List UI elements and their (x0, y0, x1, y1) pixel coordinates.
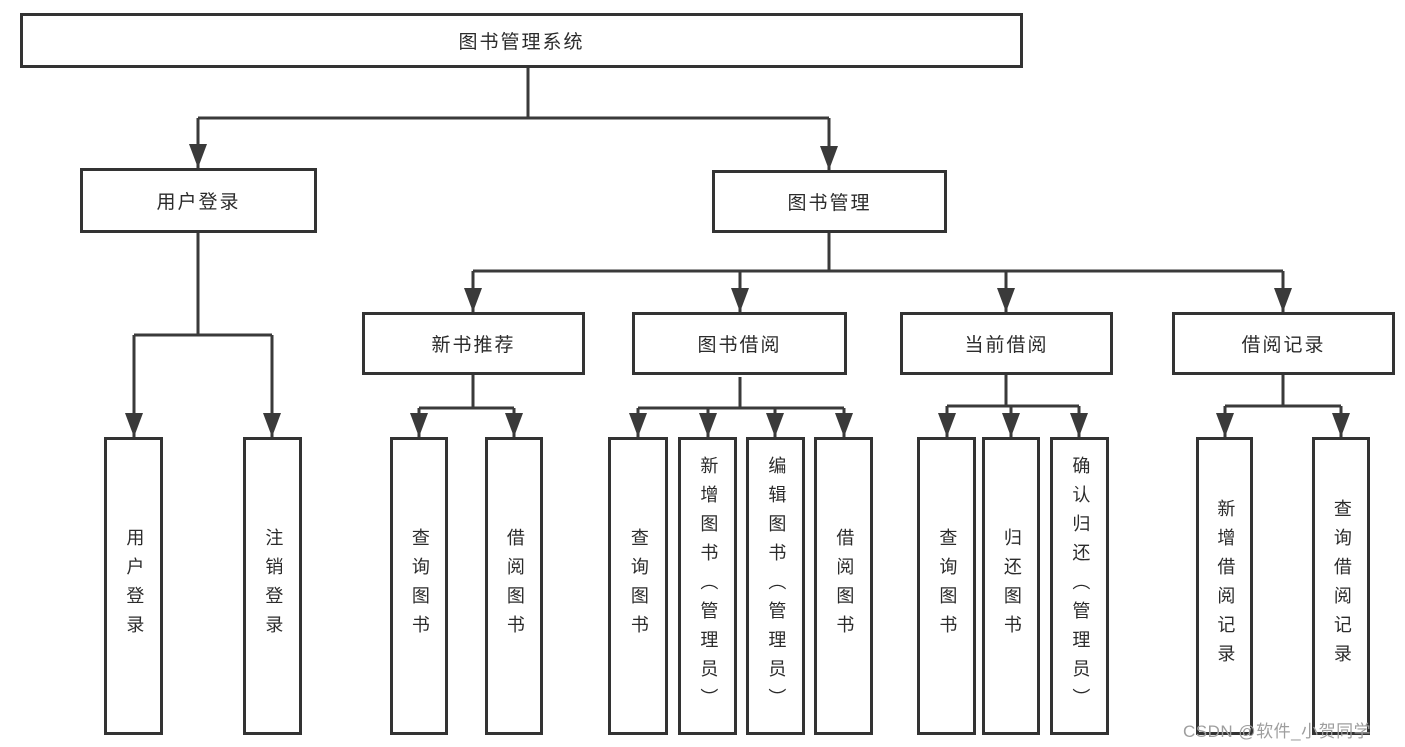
leaf-logout: 注销登录 (243, 437, 302, 735)
connector-book-borrow-to-children (636, 377, 846, 437)
connector-book-management-to-level3 (471, 233, 1285, 312)
leaf-user-login-label: 用户登录 (124, 528, 145, 644)
leaf-add-borrow-record: 新增借阅记录 (1196, 437, 1253, 735)
connector-root-to-level2 (196, 68, 831, 170)
csdn-watermark: CSDN @软件_小贺同学 (1183, 722, 1372, 741)
node-book-management: 图书管理 (712, 170, 947, 233)
node-current-borrow: 当前借阅 (900, 312, 1113, 375)
leaf-query-books-current-label: 查询图书 (937, 528, 958, 644)
leaf-query-books-recommend-label: 查询图书 (409, 528, 430, 644)
leaf-add-book-admin-label: 新增图书（管理员） (698, 455, 719, 717)
node-user-login: 用户登录 (80, 168, 317, 233)
node-borrow-records-label: 借阅记录 (1241, 335, 1326, 356)
leaf-edit-book-admin: 编辑图书（管理员） (746, 437, 805, 735)
leaf-logout-label: 注销登录 (263, 528, 284, 644)
node-borrow-records: 借阅记录 (1172, 312, 1395, 375)
leaf-borrow-books-label: 借阅图书 (834, 528, 855, 644)
node-current-borrow-label: 当前借阅 (964, 335, 1049, 356)
leaf-add-book-admin: 新增图书（管理员） (678, 437, 737, 735)
leaf-query-books-current: 查询图书 (917, 437, 976, 735)
leaf-borrow-books-recommend-label: 借阅图书 (504, 528, 525, 644)
node-new-book-recommend-label: 新书推荐 (431, 335, 516, 356)
connector-user-login-to-children (132, 233, 274, 437)
leaf-user-login: 用户登录 (104, 437, 163, 735)
node-book-management-label: 图书管理 (787, 193, 872, 214)
connector-borrow-records-to-children (1223, 375, 1343, 437)
node-root: 图书管理系统 (20, 13, 1023, 68)
leaf-borrow-books: 借阅图书 (814, 437, 873, 735)
node-book-borrow-label: 图书借阅 (697, 335, 782, 356)
node-root-label: 图书管理系统 (458, 32, 585, 53)
node-book-borrow: 图书借阅 (632, 312, 847, 375)
arrowheads (125, 144, 1350, 437)
connector-new-book-to-children (417, 375, 516, 437)
leaf-query-borrow-record: 查询借阅记录 (1312, 437, 1370, 735)
leaf-query-borrow-record-label: 查询借阅记录 (1331, 499, 1352, 673)
node-new-book-recommend: 新书推荐 (362, 312, 585, 375)
leaf-query-books-borrow: 查询图书 (608, 437, 668, 735)
leaf-confirm-return-admin-label: 确认归还（管理员） (1070, 455, 1091, 717)
node-user-login-label: 用户登录 (156, 192, 241, 213)
leaf-query-books-borrow-label: 查询图书 (628, 528, 649, 644)
leaf-borrow-books-recommend: 借阅图书 (485, 437, 543, 735)
leaf-query-books-recommend: 查询图书 (390, 437, 448, 735)
leaf-edit-book-admin-label: 编辑图书（管理员） (766, 455, 787, 717)
leaf-return-book-label: 归还图书 (1001, 528, 1022, 644)
leaf-return-book: 归还图书 (982, 437, 1040, 735)
leaf-add-borrow-record-label: 新增借阅记录 (1215, 499, 1236, 673)
leaf-confirm-return-admin: 确认归还（管理员） (1050, 437, 1109, 735)
